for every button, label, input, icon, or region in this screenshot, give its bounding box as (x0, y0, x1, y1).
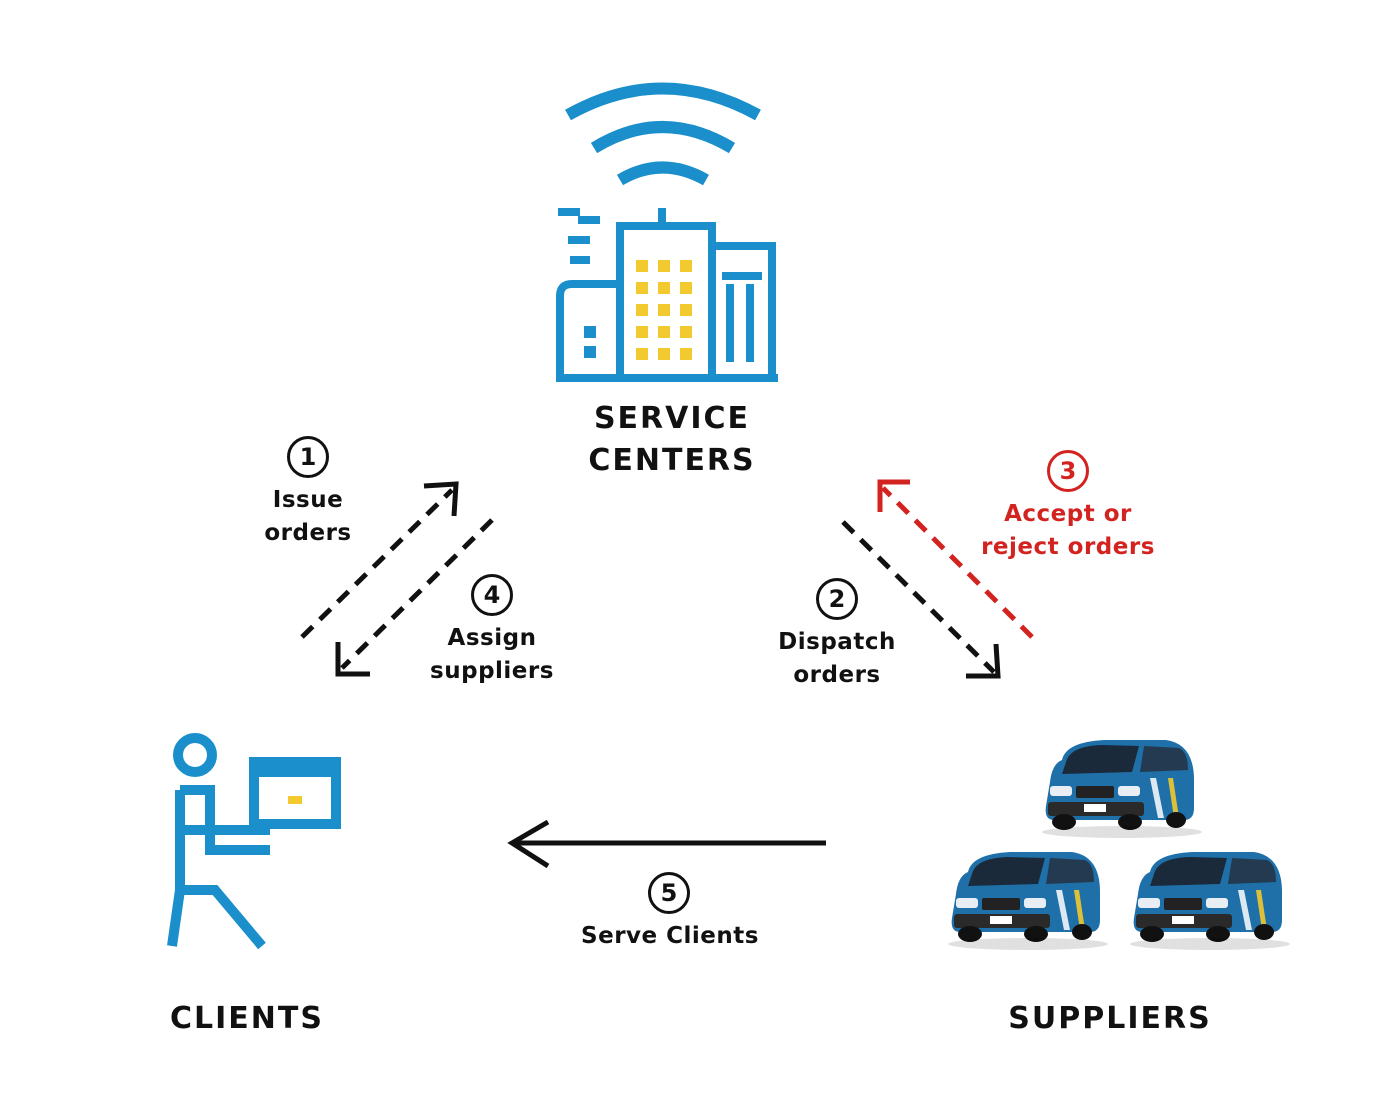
step-1-text: Issue orders (228, 484, 388, 550)
arrow-assign-suppliers (335, 518, 494, 677)
step-3-line2: reject orders (981, 534, 1155, 560)
step-2-line2: orders (793, 662, 881, 688)
step-5-line1: Serve Clients (581, 923, 759, 949)
step-4-line2: suppliers (430, 658, 554, 684)
arrow-serve-clients (507, 819, 826, 869)
clients-label: CLIENTS (170, 1001, 324, 1036)
person-carrying-box-icon (167, 733, 341, 950)
step-1-number: 1 (287, 436, 329, 478)
step-5-text: Serve Clients (560, 920, 780, 953)
step-4-line1: Assign (447, 625, 537, 651)
arrow-dispatch-orders (841, 520, 1001, 679)
step-3-line1: Accept or (1004, 501, 1132, 527)
step-2-text: Dispatch orders (752, 626, 922, 692)
step-3-text: Accept or reject orders (968, 498, 1168, 564)
step-1-line1: Issue (272, 487, 344, 513)
service-centers-line2: CENTERS (588, 443, 756, 478)
wifi-signal-icon (565, 82, 761, 186)
step-2-line1: Dispatch (778, 629, 896, 655)
step-5-number: 5 (648, 872, 690, 914)
step-4-text: Assign suppliers (412, 622, 572, 688)
arrow-issue-orders (300, 481, 459, 639)
step-2-number: 2 (816, 578, 858, 620)
arrow-accept-reject (877, 479, 1034, 639)
step-3-number: 3 (1047, 450, 1089, 492)
step-1-line2: orders (264, 520, 352, 546)
service-centers-line1: SERVICE (593, 401, 751, 436)
service-centers-label: SERVICE CENTERS (560, 398, 784, 482)
delivery-van-icon (948, 740, 1290, 950)
suppliers-label: SUPPLIERS (1008, 1001, 1212, 1036)
office-buildings-icon (556, 208, 778, 382)
step-4-number: 4 (471, 574, 513, 616)
